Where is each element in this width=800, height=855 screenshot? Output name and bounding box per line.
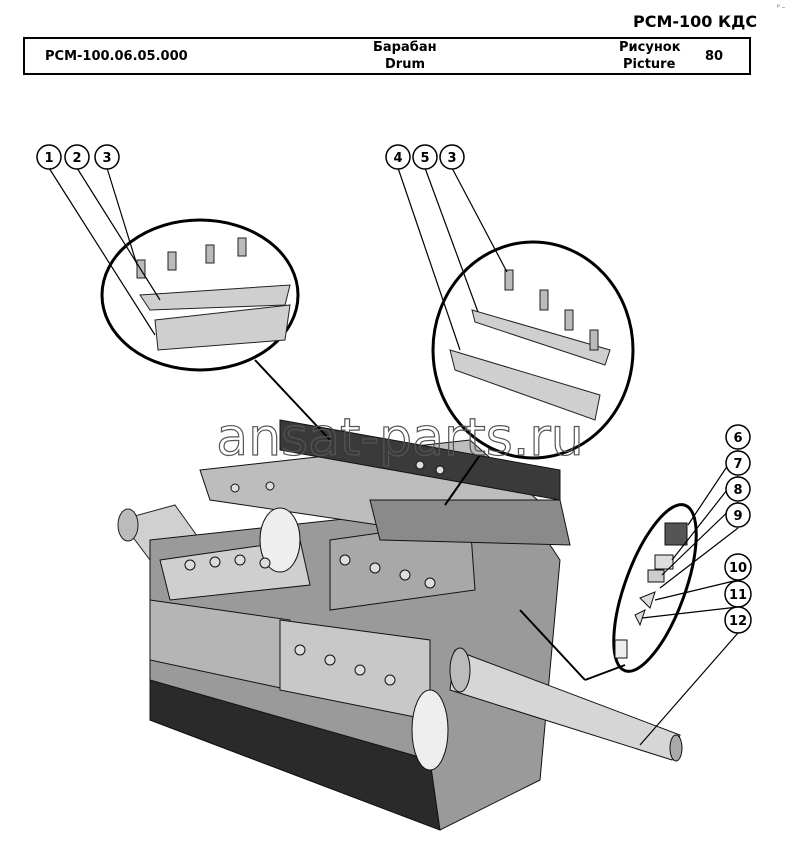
callout-11: 11 (724, 580, 752, 608)
callout-10: 10 (724, 553, 752, 581)
detail-view-knife-left (100, 218, 331, 441)
picture-number: 80 (705, 49, 724, 64)
svg-text:1: 1 (44, 151, 53, 166)
leader-lines (48, 167, 739, 746)
svg-text:3: 3 (102, 151, 111, 166)
callout-3a: 3 (94, 144, 120, 170)
callout-6: 6 (725, 424, 751, 450)
watermark: ansat-parts.ru (216, 408, 584, 468)
corner-mark: ᵖ﹣ (777, 3, 787, 11)
callout-8: 8 (725, 476, 751, 502)
svg-text:7: 7 (733, 457, 742, 472)
svg-text:5: 5 (420, 151, 429, 166)
picture-label-en: Picture (623, 57, 676, 72)
callout-12: 12 (724, 606, 752, 634)
svg-text:4: 4 (393, 151, 402, 166)
assembly-name-en: Drum (385, 57, 426, 72)
assembly-name-ru: Барабан (373, 40, 437, 55)
callout-3b: 3 (439, 144, 465, 170)
svg-text:2: 2 (72, 151, 81, 166)
svg-text:9: 9 (733, 509, 742, 524)
assembly-code: РСМ-100.06.05.000 (45, 49, 188, 64)
callout-1: 1 (36, 144, 62, 170)
svg-text:6: 6 (733, 431, 742, 446)
svg-text:11: 11 (729, 588, 747, 603)
picture-label-ru: Рисунок (619, 40, 681, 55)
svg-text:3: 3 (447, 151, 456, 166)
callouts: 1 2 3 4 5 3 6 7 8 9 10 11 12 (36, 144, 752, 634)
svg-text:12: 12 (729, 614, 747, 629)
svg-text:8: 8 (733, 483, 742, 498)
callout-2: 2 (64, 144, 90, 170)
callout-5: 5 (412, 144, 438, 170)
drum-body (149, 419, 571, 831)
machine-model: РСМ-100 КДС (633, 12, 758, 31)
title-block: РСМ-100.06.05.000 Барабан Drum Рисунок P… (23, 37, 751, 75)
detail-view-fasteners (519, 503, 698, 681)
detail-view-knife-right (431, 240, 635, 506)
callout-4: 4 (385, 144, 411, 170)
callout-7: 7 (725, 450, 751, 476)
callout-9: 9 (725, 502, 751, 528)
shaft-right (449, 647, 683, 762)
svg-text:10: 10 (729, 561, 747, 576)
